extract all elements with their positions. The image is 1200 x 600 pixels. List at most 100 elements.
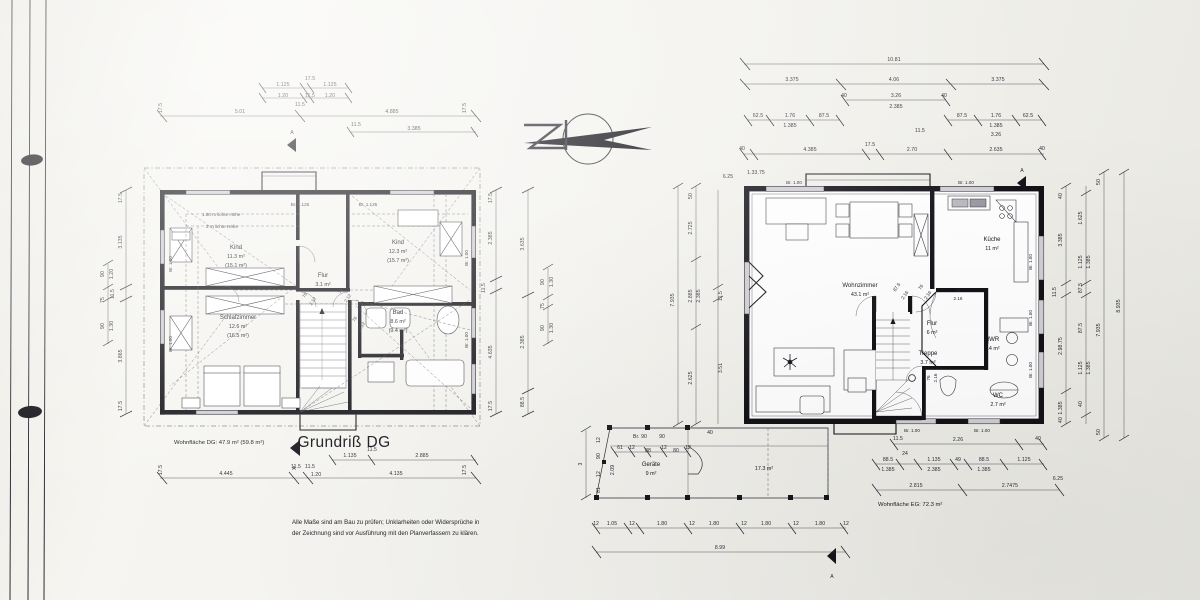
terrace-dim-top: Br. 90 90 40 <box>633 430 713 440</box>
eg-dim-b3-1: 2.7475 <box>1002 483 1018 489</box>
eg-dim-b3-0: 2.815 <box>909 483 922 489</box>
dg-dim-t2: 11.5 <box>295 102 305 108</box>
eg-hwr-wc-fixtures <box>939 317 1029 399</box>
terrace-posts <box>594 425 829 500</box>
dg-dim-l0: 17.5 <box>118 193 124 203</box>
eg-wohnzimmer-furniture <box>755 197 929 415</box>
terrace-dim-i5: 12 <box>685 445 691 451</box>
dg-room-area-1: 12.3 m² <box>389 249 407 255</box>
eg-section-mark-top: A <box>1017 168 1026 190</box>
terrace-area: 17.3 m² <box>755 466 773 472</box>
dg-dimension-diagonals <box>165 195 471 413</box>
eg-dim-b1-1: 2.26 <box>953 437 963 443</box>
dg-dim-rb2: 88.5 <box>520 397 526 407</box>
terrace-dim-inner: 61 12 88 12 80 12 <box>610 445 692 458</box>
dg-door-dim-c: 76 <box>337 287 344 294</box>
dg-door-label-4: Br. 1.00 <box>464 250 469 266</box>
eg-room-area-0: 43.1 m² <box>851 292 869 298</box>
dg-door-label-3: Br. 1.125 <box>359 202 378 207</box>
eg-dim-r-875: 87.5 <box>1078 283 1084 293</box>
dg-dim-l4: 17.5 <box>118 401 124 411</box>
dg-dim-bi0: 1.135 <box>343 453 356 459</box>
dg-dim-li2: 75 <box>100 297 106 303</box>
eg-door-label-4: Br. 1.00 <box>1028 254 1033 270</box>
eg-dim-r2-1: 3.26 <box>891 93 901 99</box>
eg-dim-r3-3: 87.5 <box>957 113 967 119</box>
dg-dim-ra4: 17.5 <box>488 401 494 411</box>
eg-dim-r4-1: 4.385 <box>803 147 816 153</box>
dg-section-mark-top: A <box>287 130 296 152</box>
eg-dim-r-1385c: 1.385 <box>1086 361 1092 374</box>
terrace-dim-b4: 12 <box>689 521 695 527</box>
dg-dim-tl0: 11.5 <box>351 122 361 128</box>
terrace-dim-left: 3 12 90 12 81 2.09 <box>578 425 616 501</box>
eg-dim-l-625: 6.25 <box>723 174 733 180</box>
eg-dim-r-1125: 1.125 <box>1078 255 1084 268</box>
eg-dim-b2-4: 88.5 <box>979 457 989 463</box>
eg-staircase <box>875 312 916 413</box>
eg-kuche-fixtures <box>947 195 1029 283</box>
eg-dim-r4-0: 40 <box>739 146 745 152</box>
dg-outer-walls <box>160 171 476 431</box>
upper-floor-plan: 1.50 m lichte Höhe 2 m lichte Höhe <box>100 76 555 485</box>
eg-dim-r3-1: 1.76 <box>785 113 795 119</box>
dg-section-label-bottom: A <box>292 466 296 472</box>
eg-dim-r3-mid: 11.5 <box>915 128 925 134</box>
eg-dim-r4-6: 40 <box>1039 146 1045 152</box>
terrace-dim-l0: 3 <box>578 462 584 465</box>
dg-windows <box>160 190 476 415</box>
eg-dim-r-40b: 40 <box>1058 417 1064 423</box>
dg-dim-top-lower: 11.5 3.385 <box>346 122 479 138</box>
eg-dim-b1-0: 11.5 <box>893 436 903 442</box>
eg-section-label-top: A <box>1020 168 1024 174</box>
eg-door-labels: Br. 1.00 Br. 1.00 Br. 1.00 Br. 1.00 Br. … <box>786 180 1033 433</box>
dg-room-area-alt-0: (15.1 m²) <box>225 263 247 269</box>
dg-door-labels: Br. 1.125 Br. 1.125 Br. 1.00 Br. 1.00 Br… <box>168 202 469 352</box>
dg-roof-outline <box>143 167 481 427</box>
eg-dim-r3-2: 87.5 <box>819 113 829 119</box>
eg-room-area-5: 2.7 m² <box>990 402 1005 408</box>
eg-dim-r-1385b: 1.385 <box>1086 255 1092 268</box>
eg-dim-r1-1: 4.06 <box>889 77 899 83</box>
eg-door-label-6: Br. 1.00 <box>1028 362 1033 378</box>
sheet-margin-lines <box>9 0 47 600</box>
dg-room-name-0: Kind <box>230 245 242 251</box>
dg-room-area-alt-1: (15.7 m²) <box>387 258 409 264</box>
eg-dim-b3-2: 6.25 <box>1053 476 1063 482</box>
dg-dim-right-b: 3.635 2.385 88.5 <box>520 186 535 418</box>
eg-dim-r-50b: 50 <box>1096 429 1102 435</box>
dg-dim-l3: 3.865 <box>118 349 124 362</box>
binding-hole-top <box>21 154 43 166</box>
dg-room-name-3: Bad <box>393 310 404 316</box>
dg-dim-rc1: 1.30 <box>549 277 555 287</box>
eg-dim-top-total: 10.81 <box>739 57 1050 71</box>
dg-door-label-0: Br. 1.00 <box>168 256 173 272</box>
terrace-dim-t0: Br. 90 <box>633 434 647 440</box>
terrace-dim-l5: 2.09 <box>610 465 616 475</box>
dg-door-dim-e: 76 <box>351 315 358 322</box>
dg-door-dim-d: 2.12 <box>343 293 352 304</box>
dg-title: Grundriß DG <box>297 434 390 451</box>
terrace-geraete-area: 9 m² <box>646 471 657 477</box>
eg-dim-bottom: 11.5 2.26 40 <box>889 436 1048 451</box>
dg-dim-top-outer: 17.5 5.01 11.5 4.885 17.5 <box>156 102 482 123</box>
dg-section-mark-bottom: A <box>290 440 300 472</box>
dg-door-label-1: Br. 1.00 <box>168 336 173 352</box>
dg-room-area-2: 12.6 m² <box>229 324 247 330</box>
eg-plant-icon <box>782 354 798 370</box>
dg-dim-t4: 17.5 <box>462 103 468 113</box>
dg-room-area-alt-2: (16.5 m²) <box>227 333 249 339</box>
dg-door-dim-f: 2.12 <box>357 321 366 332</box>
eg-dim-total: 10.81 <box>887 57 900 63</box>
terrace-dim-l1: 12 <box>596 437 602 443</box>
dg-dim-ti5: 1.20 <box>325 93 335 99</box>
dg-dim-rb0: 3.635 <box>520 237 526 250</box>
dg-dim-b0: 17.5 <box>158 465 164 475</box>
eg-room-area-4: 6.4 m² <box>984 346 999 352</box>
eg-door-dim-0: 87.5 <box>892 282 901 293</box>
dg-bad-fixtures <box>358 305 465 387</box>
dg-room-area-0: 11.3 m² <box>227 254 245 260</box>
dg-dim-ti3: 1.20 <box>278 93 288 99</box>
eg-dim-l-2625: 2.625 <box>688 371 694 384</box>
